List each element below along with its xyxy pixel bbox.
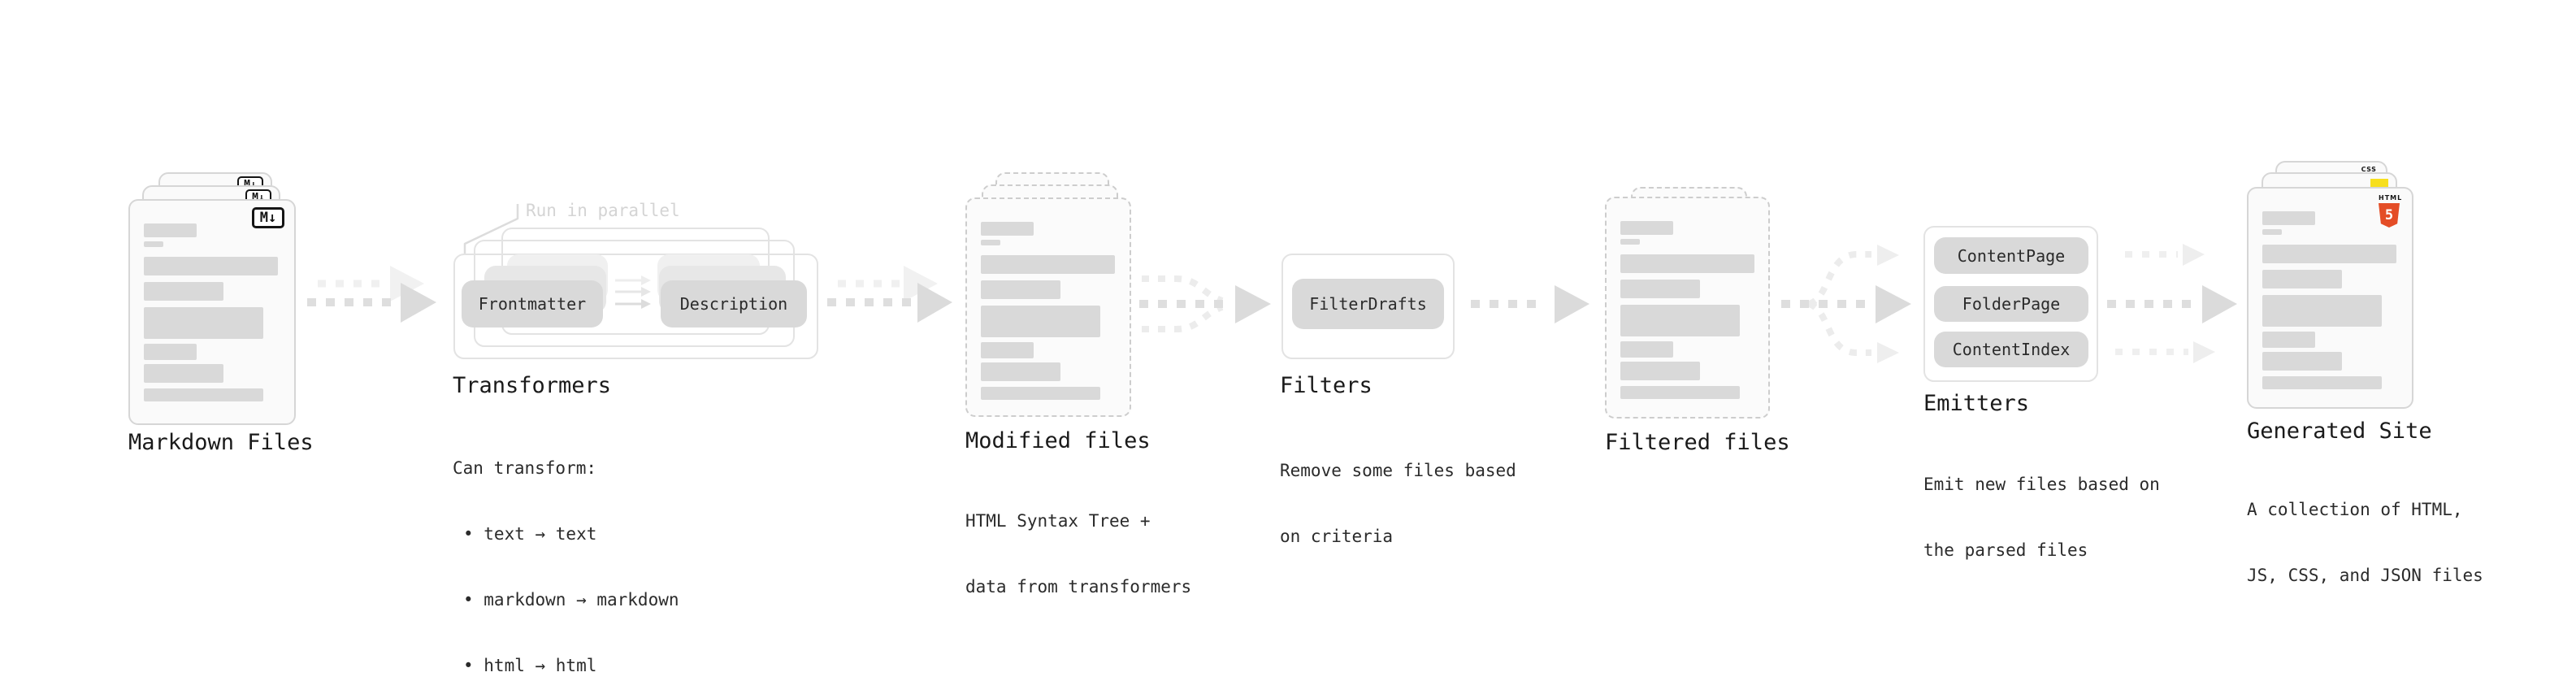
css-wordmark: CSS [2361, 166, 2377, 173]
text-line-placeholder [981, 222, 1034, 236]
arrow-filtered-to-emitters-fanout [1781, 245, 1911, 363]
description-button: Description [661, 280, 807, 327]
text-line-placeholder [1620, 221, 1673, 235]
stage-title-transformers: Transformers [453, 373, 612, 398]
stage-title-markdown-files: Markdown Files [128, 430, 314, 455]
bullet-line: • html → html [463, 656, 597, 675]
text-line-placeholder [981, 306, 1100, 337]
filtered-file-card-front [1605, 197, 1770, 419]
stage-title-modified-files: Modified files [965, 428, 1151, 453]
generated-site-description: A collection of HTML, JS, CSS, and JSON … [2247, 455, 2483, 631]
text-line-placeholder [144, 257, 278, 275]
document-text-placeholder [2262, 211, 2396, 389]
text-line-placeholder [981, 255, 1115, 274]
html5-numeral: 5 [2384, 207, 2394, 223]
text-line-placeholder [1620, 386, 1740, 399]
can-transform-heading: Can transform: [453, 458, 597, 478]
run-in-parallel-label: Run in parallel [526, 201, 680, 220]
contentindex-button: ContentIndex [1934, 332, 2088, 367]
text-line-placeholder [144, 223, 197, 237]
run-in-parallel-leader-line [463, 204, 519, 254]
description-line: JS, CSS, and JSON files [2247, 566, 2483, 585]
document-text-placeholder [144, 223, 278, 401]
text-line-placeholder [2262, 245, 2396, 263]
text-line-placeholder [144, 307, 263, 339]
text-line-placeholder [144, 344, 197, 360]
bullet-line: • text → text [463, 524, 597, 544]
html5-icon: HTML 5 [2379, 194, 2403, 228]
text-line-placeholder [981, 342, 1034, 358]
folderpage-button: FolderPage [1934, 286, 2088, 322]
text-line-placeholder [1620, 254, 1754, 273]
text-line-placeholder [2262, 332, 2315, 348]
arrow-markdown-to-transformers [307, 266, 436, 323]
stage-title-generated-site: Generated Site [2247, 419, 2432, 444]
text-line-placeholder [1620, 280, 1700, 298]
text-line-placeholder [1620, 239, 1640, 245]
document-text-placeholder [981, 222, 1115, 400]
description-line: on criteria [1280, 527, 1394, 546]
text-line-placeholder [2262, 376, 2382, 389]
stage-title-filtered-files: Filtered files [1605, 430, 1790, 455]
arrow-transformers-to-modified [827, 266, 952, 323]
text-line-placeholder [2262, 270, 2342, 288]
filterdrafts-button: FilterDrafts [1292, 279, 1444, 329]
text-line-placeholder [1620, 362, 1700, 380]
description-line: Remove some files based [1280, 461, 1516, 480]
text-line-placeholder [981, 280, 1060, 299]
filters-description: Remove some files based on criteria [1280, 416, 1516, 592]
stage-title-emitters: Emitters [1923, 391, 2030, 416]
text-line-placeholder [144, 388, 263, 401]
transformer-parallel-arrows [615, 275, 651, 309]
text-line-placeholder [981, 362, 1060, 381]
markdown-icon: M↓ [252, 207, 284, 228]
emitters-description: Emit new files based on the parsed files [1923, 430, 2160, 605]
text-line-placeholder [2262, 352, 2342, 371]
description-line: data from transformers [965, 577, 1192, 596]
text-line-placeholder [981, 240, 1000, 245]
text-line-placeholder [144, 282, 223, 301]
markdown-file-card-front: M↓ [128, 199, 296, 425]
frontmatter-button: Frontmatter [462, 280, 603, 327]
bullet-line: • markdown → markdown [463, 590, 679, 609]
text-line-placeholder [2262, 211, 2315, 225]
html5-wordmark: HTML [2379, 194, 2403, 202]
description-line: A collection of HTML, [2247, 500, 2463, 519]
stage-title-filters: Filters [1280, 373, 1373, 398]
emitters-box [1923, 226, 2098, 382]
arrow-modified-to-filters-merge [1139, 275, 1271, 332]
description-line: HTML Syntax Tree + [965, 511, 1151, 531]
modified-file-card-front [965, 197, 1131, 417]
text-line-placeholder [1620, 305, 1740, 336]
transformers-description: Can transform: • text → text • markdown … [453, 414, 679, 681]
text-line-placeholder [1620, 341, 1673, 358]
transformers-box-front [453, 254, 818, 359]
text-line-placeholder [2262, 295, 2382, 327]
contentpage-button: ContentPage [1934, 237, 2088, 274]
arrow-filters-to-filtered [1471, 285, 1589, 323]
document-text-placeholder [1620, 221, 1754, 399]
generated-file-card-front: HTML 5 [2247, 187, 2413, 409]
filters-box [1281, 254, 1455, 359]
html5-shield: 5 [2379, 203, 2400, 228]
description-line: Emit new files based on [1923, 475, 2160, 494]
modified-files-description: HTML Syntax Tree + data from transformer… [965, 466, 1191, 642]
text-line-placeholder [981, 387, 1100, 400]
text-line-placeholder [144, 241, 163, 247]
text-line-placeholder [144, 364, 223, 383]
text-line-placeholder [2262, 229, 2282, 235]
description-line: the parsed files [1923, 540, 2088, 560]
arrow-emitters-to-generated [2107, 244, 2237, 363]
